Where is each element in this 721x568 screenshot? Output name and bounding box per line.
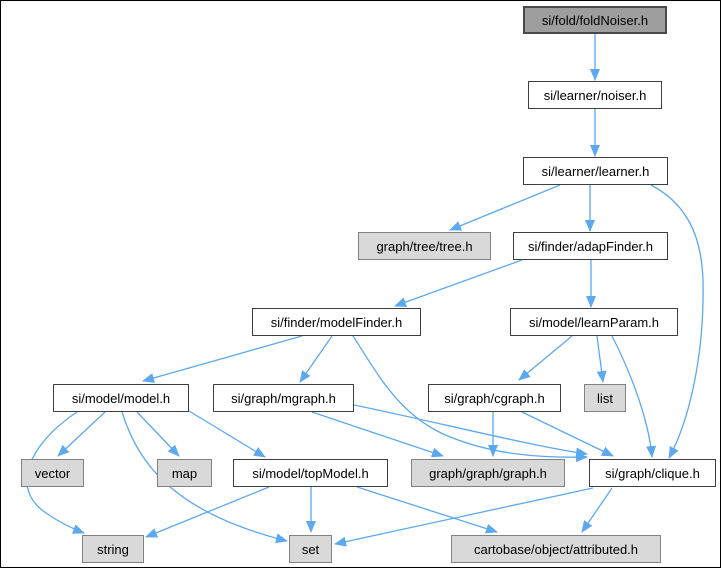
node-modelFinder[interactable]: si/finder/modelFinder.h — [252, 308, 421, 336]
edge-learner-to-clique — [650, 184, 704, 459]
edge-learnParam-to-list — [596, 335, 607, 383]
edge-modelFinder-to-clique — [352, 335, 588, 463]
node-graph: graph/graph/graph.h — [411, 459, 565, 487]
node-mgraph[interactable]: si/graph/mgraph.h — [213, 384, 354, 412]
edge-clique-to-attributed — [581, 487, 613, 533]
edge-topModel-to-attributed — [356, 486, 498, 534]
edge-learnParam-to-cgraph — [518, 335, 573, 381]
edge-topModel-to-string — [145, 486, 270, 538]
edge-model-to-string — [26, 411, 85, 534]
edge-mgraph-to-clique — [353, 404, 588, 458]
edge-cgraph-to-clique — [521, 411, 614, 457]
node-vector: vector — [21, 459, 84, 487]
node-learnParam[interactable]: si/model/learnParam.h — [510, 308, 678, 336]
edge-clique-to-set — [334, 487, 594, 547]
node-tree: graph/tree/tree.h — [358, 232, 491, 260]
edge-learner-to-tree — [449, 184, 561, 231]
edge-learnParam-to-clique — [611, 335, 657, 458]
edge-model-to-vector — [57, 411, 106, 457]
node-foldNoiser: si/fold/foldNoiser.h — [523, 6, 667, 34]
node-noiser[interactable]: si/learner/noiser.h — [528, 81, 662, 109]
edge-model-to-map — [136, 411, 180, 457]
node-clique[interactable]: si/graph/clique.h — [589, 459, 716, 487]
edge-modelFinder-to-model — [142, 335, 303, 383]
node-string: string — [82, 535, 144, 563]
node-list: list — [584, 384, 626, 412]
node-adapFinder[interactable]: si/finder/adapFinder.h — [513, 232, 668, 260]
edge-adapFinder-to-modelFinder — [394, 259, 523, 307]
edge-model-to-topModel — [188, 410, 266, 458]
node-map: map — [157, 459, 212, 487]
node-set: set — [289, 535, 332, 563]
node-learner[interactable]: si/learner/learner.h — [523, 157, 668, 185]
edge-modelFinder-to-mgraph — [299, 335, 333, 383]
node-topModel[interactable]: si/model/topModel.h — [233, 459, 388, 487]
node-attributed: cartobase/object/attributed.h — [451, 535, 661, 563]
edge-mgraph-to-graph — [311, 411, 444, 458]
node-model[interactable]: si/model/model.h — [53, 384, 189, 412]
node-cgraph[interactable]: si/graph/cgraph.h — [428, 384, 561, 412]
